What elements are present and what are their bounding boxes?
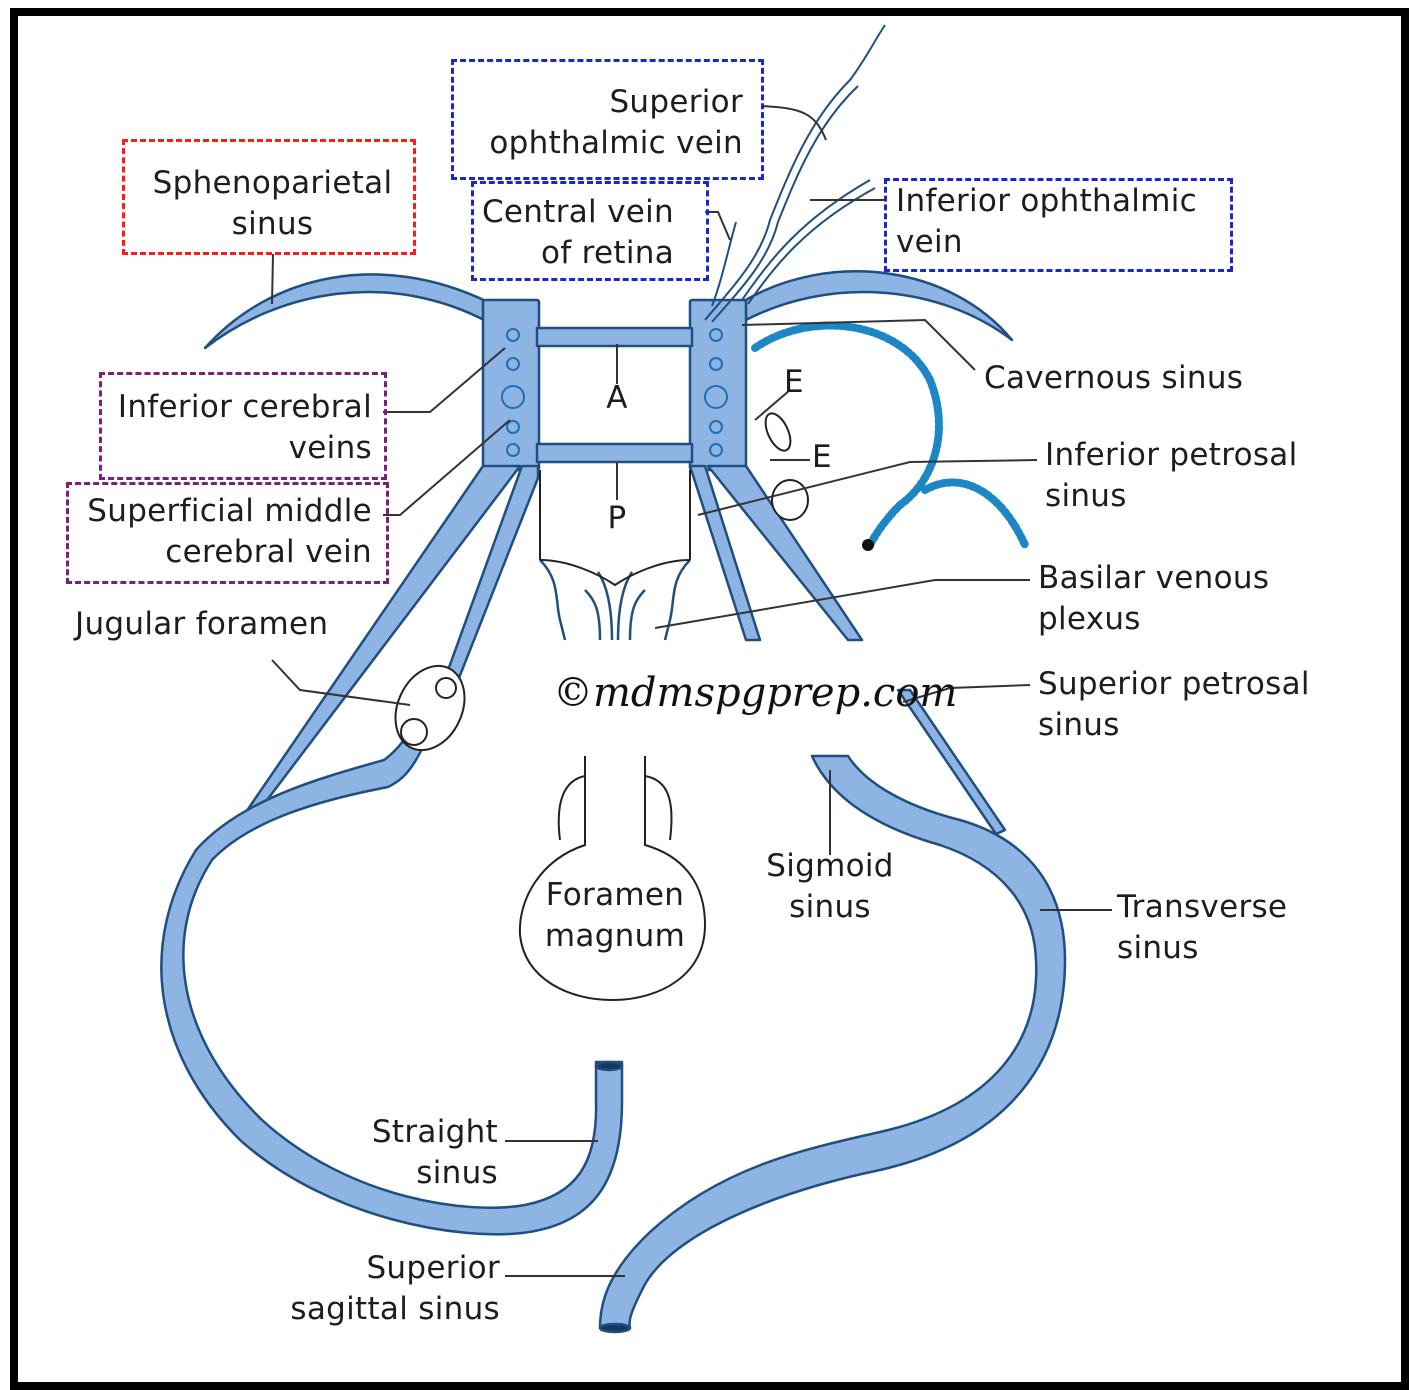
anterior-letter: A: [597, 378, 637, 419]
superior-petrosal-label: Superior petrosal sinus: [1038, 664, 1310, 746]
superior-sagittal-label: Superior sagittal sinus: [250, 1248, 500, 1330]
superior-ophthalmic-label: Superior ophthalmic vein: [460, 82, 743, 164]
superficial-middle-label: Superficial middle cerebral vein: [68, 491, 372, 573]
posterior-intercavernous-sinus: [537, 444, 692, 462]
e-lower-letter: E: [812, 437, 832, 478]
inferior-petrosal-line-2: sinus: [1045, 476, 1298, 517]
central-vein-line-2: of retina: [474, 233, 674, 274]
basilar-line-1: Basilar venous: [1038, 558, 1269, 599]
superior-ophthalmic-line-1: Superior: [460, 82, 743, 123]
superior-sagittal-line-1: Superior: [250, 1248, 500, 1289]
foramen-magnum-label: Foramen magnum: [530, 875, 700, 957]
posterior-letter: P: [597, 498, 637, 539]
superior-petrosal-line-2: sinus: [1038, 705, 1310, 746]
inferior-petrosal-label: Inferior petrosal sinus: [1045, 435, 1298, 517]
central-vein-of-retina: [712, 222, 736, 306]
inferior-cerebral-line-2: veins: [100, 428, 372, 469]
sigmoid-line-2: sinus: [750, 887, 910, 928]
foramen-magnum-line-2: magnum: [530, 916, 700, 957]
e-upper-letter: E: [784, 362, 804, 403]
central-vein-label: Central vein of retina: [474, 192, 674, 274]
foramen-magnum-line-1: Foramen: [530, 875, 700, 916]
sphenoparietal-label: Sphenoparietal sinus: [130, 163, 415, 245]
inferior-ophthalmic-label: Inferior ophthalmic vein: [896, 181, 1226, 263]
transverse-line-1: Transverse: [1117, 887, 1287, 928]
transverse-label: Transverse sinus: [1117, 887, 1287, 969]
transverse-sinus-right: [600, 756, 1065, 1328]
straight-sinus-opening: [596, 1062, 622, 1070]
basilar-label: Basilar venous plexus: [1038, 558, 1269, 640]
anterior-intercavernous-sinus: [537, 328, 692, 346]
sphenoparietal-line-1: Sphenoparietal: [130, 163, 415, 204]
basilar-line-2: plexus: [1038, 599, 1269, 640]
inferior-cerebral-line-1: Inferior cerebral: [100, 387, 372, 428]
central-vein-line-1: Central vein: [474, 192, 674, 233]
superficial-middle-line-1: Superficial middle: [68, 491, 372, 532]
straight-line-1: Straight: [330, 1112, 498, 1153]
cavernous-label: Cavernous sinus: [984, 358, 1243, 399]
basilar-plexus-arc-lower: [925, 482, 1025, 545]
watermark: ©mdmspgprep.com: [553, 670, 957, 716]
superior-sagittal-line-2: sagittal sinus: [250, 1289, 500, 1330]
inferior-ophthalmic-line-1: Inferior ophthalmic: [896, 181, 1226, 222]
sigmoid-label: Sigmoid sinus: [750, 846, 910, 928]
sigmoid-line-1: Sigmoid: [750, 846, 910, 887]
inferior-ophthalmic-line-2: vein: [896, 222, 1226, 263]
sphenoparietal-line-2: sinus: [130, 204, 415, 245]
inferior-cerebral-label: Inferior cerebral veins: [100, 387, 372, 469]
sphenoparietal-sinus-left: [205, 274, 488, 348]
superficial-middle-line-2: cerebral vein: [68, 532, 372, 573]
straight-line-2: sinus: [330, 1153, 498, 1194]
superior-sagittal-sinus-opening: [600, 1324, 630, 1332]
superior-ophthalmic-line-2: ophthalmic vein: [460, 123, 743, 164]
superior-petrosal-line-1: Superior petrosal: [1038, 664, 1310, 705]
straight-label: Straight sinus: [330, 1112, 498, 1194]
transverse-line-2: sinus: [1117, 928, 1287, 969]
inferior-petrosal-line-1: Inferior petrosal: [1045, 435, 1298, 476]
jugular-label: Jugular foramen: [75, 604, 328, 645]
